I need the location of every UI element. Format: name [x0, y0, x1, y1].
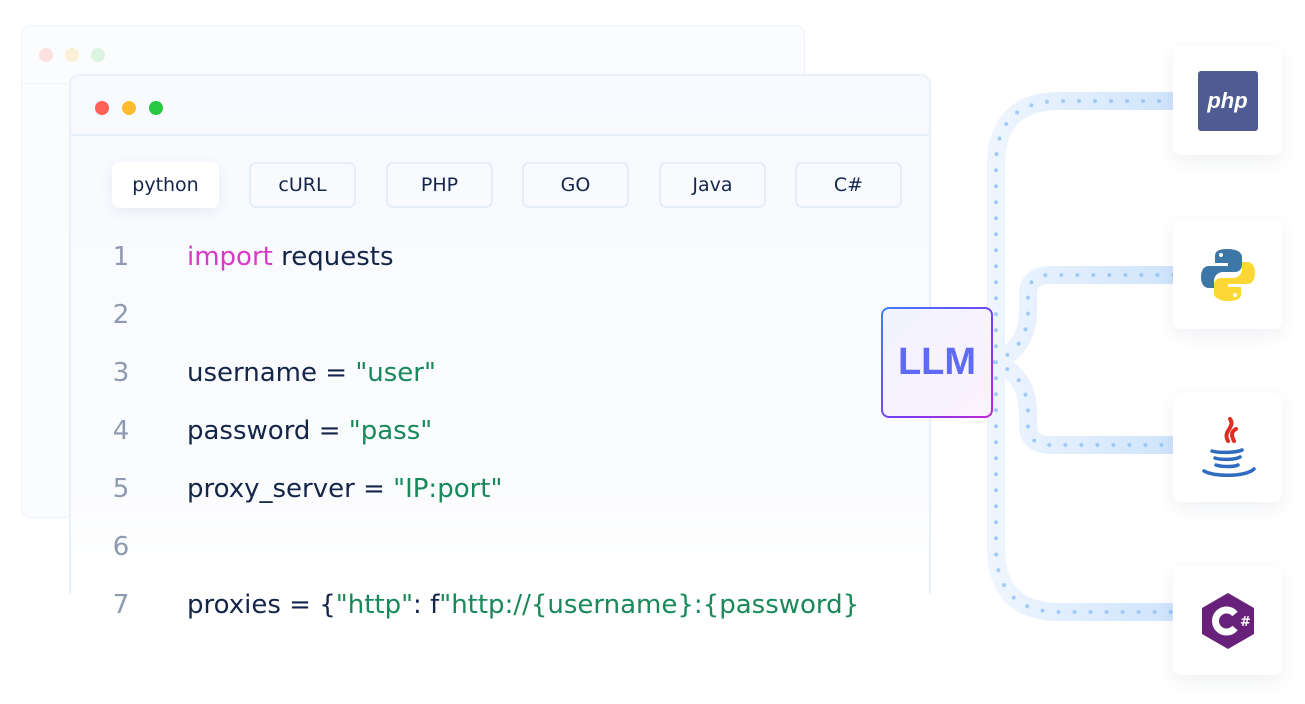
llm-label: LLM — [883, 309, 991, 416]
string-token: "http" — [335, 590, 414, 620]
string-token: "IP:port" — [393, 474, 503, 504]
tab-go[interactable]: GO — [522, 162, 629, 208]
minimize-button[interactable] — [122, 101, 136, 115]
tab-curl[interactable]: cURL — [249, 162, 356, 208]
line-number: 2 — [112, 300, 130, 330]
minimize-dot — [65, 48, 79, 62]
code-text: password = "pass" — [187, 416, 432, 446]
svg-text:#: # — [1240, 615, 1251, 630]
tab-csharp[interactable]: C# — [795, 162, 902, 208]
line-number: 1 — [112, 242, 130, 272]
maximize-dot — [91, 48, 105, 62]
code-text: username = "user" — [187, 358, 436, 388]
code-token: password = — [187, 416, 349, 446]
line-number: 5 — [112, 474, 130, 504]
connector-java — [984, 353, 1184, 454]
llm-box: LLM — [881, 307, 993, 418]
code-text: proxy_server = "IP:port" — [187, 474, 502, 504]
string-token: "user" — [355, 358, 436, 388]
csharp-card[interactable]: # — [1173, 566, 1282, 675]
connector-python — [984, 266, 1184, 371]
line-number: 7 — [112, 590, 130, 620]
string-token: "http://{username}:{password} — [439, 590, 860, 620]
maximize-button[interactable] — [149, 101, 163, 115]
line-number: 3 — [112, 358, 130, 388]
code-token: : f — [413, 590, 440, 620]
code-token: proxies = { — [187, 590, 336, 620]
connector-php — [987, 92, 1184, 621]
java-card[interactable] — [1173, 393, 1282, 502]
code-token: proxy_server = — [187, 474, 394, 504]
java-icon — [1201, 416, 1256, 477]
php-icon: php — [1197, 70, 1258, 131]
python-card[interactable] — [1173, 220, 1282, 329]
tab-java[interactable]: Java — [659, 162, 766, 208]
close-button[interactable] — [95, 101, 109, 115]
code-text: import requests — [187, 242, 394, 272]
tab-php[interactable]: PHP — [386, 162, 493, 208]
tab-python[interactable]: python — [112, 162, 219, 208]
line-number: 6 — [112, 532, 130, 562]
string-token: "pass" — [348, 416, 433, 446]
close-dot — [39, 48, 53, 62]
python-icon — [1200, 248, 1255, 301]
line-number: 4 — [112, 416, 130, 446]
php-card[interactable]: php — [1173, 46, 1282, 155]
code-window: python cURL PHP GO Java C# 1 import requests 2 3… — [69, 74, 931, 620]
code-text: proxies = {"http": f"http://{username}:{… — [187, 590, 859, 620]
code-token: username = — [187, 358, 356, 388]
code-token: requests — [272, 242, 394, 272]
csharp-icon: # — [1201, 592, 1254, 649]
keyword-token: import — [187, 242, 273, 272]
